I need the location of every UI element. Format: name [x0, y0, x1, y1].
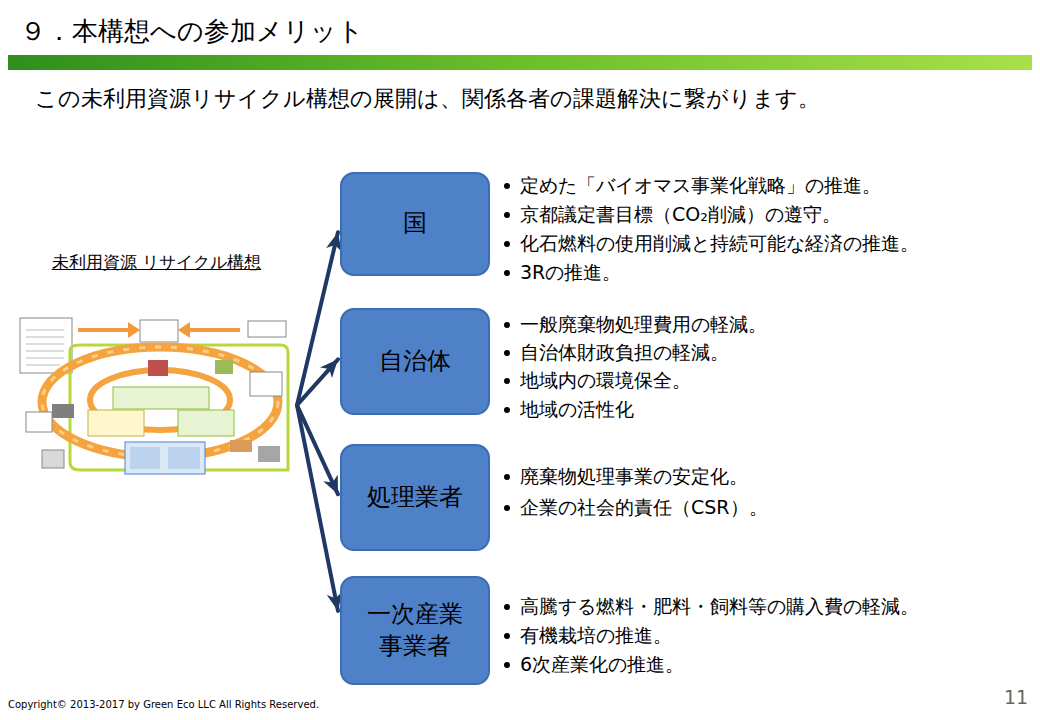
illustration-figure: 未利用資源 リサイクル構想 [18, 250, 295, 485]
bullet-text: 有機栽培の推進。 [520, 624, 672, 647]
bullet-text: 地域内の環境保全。 [520, 369, 691, 392]
bullet-text: 定めた「バイオマス事業化戦略」の推進。 [520, 174, 881, 197]
bullet-dot [504, 212, 510, 218]
bullet-dot [504, 474, 510, 480]
bullet-dot [504, 505, 510, 511]
box-label: 自治体 [379, 346, 451, 377]
bullet-dot [504, 270, 510, 276]
bullet-dot [504, 183, 510, 189]
footer-text: 11 [1004, 686, 1028, 709]
bullet-dot [504, 350, 510, 356]
slide-title: ９．本構想への参加メリット [20, 16, 364, 47]
subtitle: この未利用資源リサイクル構想の展開は、関係各者の課題解決に繋がります。 [35, 86, 820, 112]
bullet-text: 地域の活性化 [520, 398, 634, 421]
bullet-dot [504, 378, 510, 384]
bullet-text: 高騰する燃料・肥料・飼料等の購入費の軽減。 [520, 595, 919, 618]
box-label: 処理業者 [367, 482, 463, 513]
connector-arrow [297, 232, 338, 405]
connector-arrow [297, 359, 338, 405]
recycle-illustration [20, 318, 290, 483]
bullet-text: 化石燃料の使用削減と持続可能な経済の推進。 [520, 232, 919, 255]
bullet-dot [504, 241, 510, 247]
title-bar [8, 55, 1032, 70]
footer-text: Copyright© 2013-2017 by Green Eco LLC Al… [8, 699, 319, 711]
connector-arrow [297, 405, 338, 611]
stakeholder-box: 一次産業 事業者 [340, 576, 490, 685]
bullet-dot [504, 407, 510, 413]
bullet-dot [504, 633, 510, 639]
box-label: 一次産業 事業者 [362, 599, 468, 661]
bullet-dot [504, 662, 510, 668]
bullet-text: 自治体財政負担の軽減。 [520, 341, 729, 364]
stakeholder-box: 国 [340, 172, 490, 276]
bullet-text: 6次産業化の推進。 [520, 653, 684, 676]
bullet-text: 3Rの推進。 [520, 261, 621, 284]
stakeholder-box: 処理業者 [340, 444, 490, 551]
bullet-dot [504, 604, 510, 610]
bullet-text: 企業の社会的責任（CSR）。 [520, 496, 768, 519]
bullet-text: 廃棄物処理事業の安定化。 [520, 465, 748, 488]
bullet-text: 一般廃棄物処理費用の軽減。 [520, 313, 767, 336]
figure-caption: 未利用資源 リサイクル構想 [18, 250, 295, 275]
connector-arrow [297, 405, 338, 494]
box-label: 国 [403, 208, 427, 239]
bullet-dot [504, 322, 510, 328]
bullet-text: 京都議定書目標（CO₂削減）の遵守。 [520, 203, 841, 226]
stakeholder-box: 自治体 [340, 308, 490, 415]
